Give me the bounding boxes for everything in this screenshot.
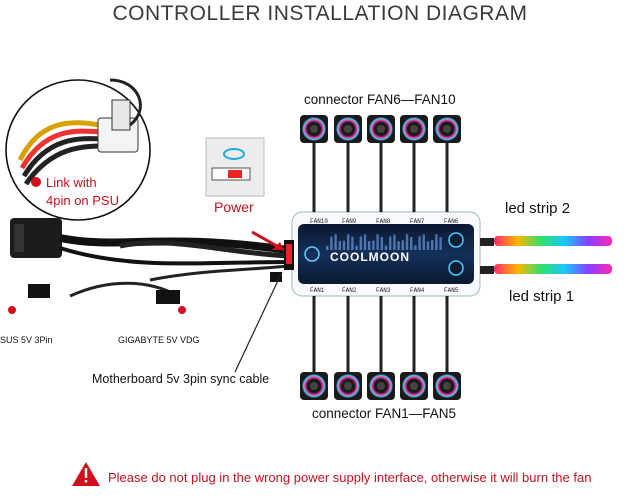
- hub-equalizer-bar: [334, 234, 337, 250]
- connector-bottom-label: connector FAN1—FAN5: [312, 406, 457, 421]
- hub-equalizer-bar: [355, 245, 358, 250]
- hub-label-fan2: FAN2: [342, 287, 357, 294]
- hub-equalizer-bar: [326, 246, 329, 250]
- hub-equalizer-bar: [439, 237, 442, 250]
- hub-equalizer-bar: [435, 234, 438, 250]
- hub-equalizer-bar: [410, 236, 413, 250]
- hub-equalizer-bar: [342, 240, 346, 250]
- hub-equalizer-bar: [397, 241, 400, 250]
- fan-icon: [400, 372, 428, 400]
- fan-icon: [400, 115, 428, 143]
- hub-label-fan9: FAN9: [342, 218, 357, 225]
- fan-icon: [367, 115, 395, 143]
- hub-equalizer-bar: [422, 234, 425, 250]
- hub-label-fan1: FAN1: [310, 287, 325, 294]
- hub-equalizer-bar: [351, 236, 354, 250]
- hub-equalizer-bar: [347, 234, 350, 250]
- hub-equalizer-bar: [389, 236, 392, 250]
- psu-link-label: Link with 4pin on PSU: [46, 174, 119, 210]
- hub-label-fan7: FAN7: [410, 218, 425, 225]
- hub-equalizer-bar: [330, 236, 333, 250]
- fan-icon: [300, 372, 328, 400]
- fan-icon: [334, 115, 362, 143]
- psu-link-line2: 4pin on PSU: [46, 193, 119, 208]
- hub-equalizer-bar: [359, 236, 362, 250]
- hub-label-fan4: FAN4: [410, 287, 425, 294]
- led-strip-2-label: led strip 2: [505, 200, 571, 217]
- hub-equalizer-bar: [372, 240, 375, 250]
- led-strip-2: [480, 236, 612, 246]
- hub-equalizer-bar: [338, 240, 341, 250]
- controller-hub: [284, 211, 481, 297]
- hub-label-fan10: FAN10: [310, 218, 329, 225]
- hub-label-fan6: FAN6: [444, 218, 459, 225]
- led-strip-1-label: led strip 1: [509, 288, 575, 305]
- hub-equalizer-bar: [380, 236, 383, 250]
- gigabyte-label: GIGABYTE 5V VDG: [118, 335, 200, 345]
- hub-equalizer-bar: [368, 241, 371, 250]
- brand-label: COOLMOON: [330, 250, 410, 264]
- hub-equalizer-bar: [384, 245, 388, 250]
- hub-equalizer-bar: [426, 241, 430, 250]
- hub-equalizer-bar: [418, 236, 421, 250]
- hub-equalizer-bar: [414, 245, 417, 250]
- fan-icon: [334, 372, 362, 400]
- fan-icon: [433, 115, 461, 143]
- hub-label-fan8: FAN8: [376, 218, 391, 225]
- psu-red-dot: [31, 177, 41, 187]
- power-label: Power: [214, 199, 254, 215]
- psu-link-line1: Link with: [46, 175, 97, 190]
- fan-icon: [433, 372, 461, 400]
- page-title: CONTROLLER INSTALLATION DIAGRAM: [112, 2, 528, 25]
- hub-label-fan3: FAN3: [376, 287, 391, 294]
- fan-icon: [367, 372, 395, 400]
- molex-cables: [8, 218, 289, 373]
- hub-equalizer-bar: [393, 234, 396, 250]
- hub-label-fan5: FAN5: [444, 287, 459, 294]
- led-strip-1: [480, 264, 612, 274]
- motherboard-label: Motherboard 5v 3pin sync cable: [92, 372, 270, 386]
- hub-equalizer-bar: [363, 234, 367, 250]
- connector-top-label: connector FAN6—FAN10: [304, 92, 456, 107]
- hub-equalizer-bar: [401, 240, 404, 250]
- hub-equalizer-bar: [376, 234, 379, 250]
- psu-inset: [5, 78, 151, 221]
- hub-equalizer-bar: [431, 240, 434, 250]
- fan-icon: [300, 115, 328, 143]
- hub-equalizer-bar: [405, 234, 409, 250]
- warning-text: Please do not plug in the wrong power su…: [108, 470, 592, 485]
- asus-label: SUS 5V 3Pin: [0, 335, 53, 345]
- warning-triangle-icon: [72, 462, 100, 486]
- power-socket: [205, 137, 265, 197]
